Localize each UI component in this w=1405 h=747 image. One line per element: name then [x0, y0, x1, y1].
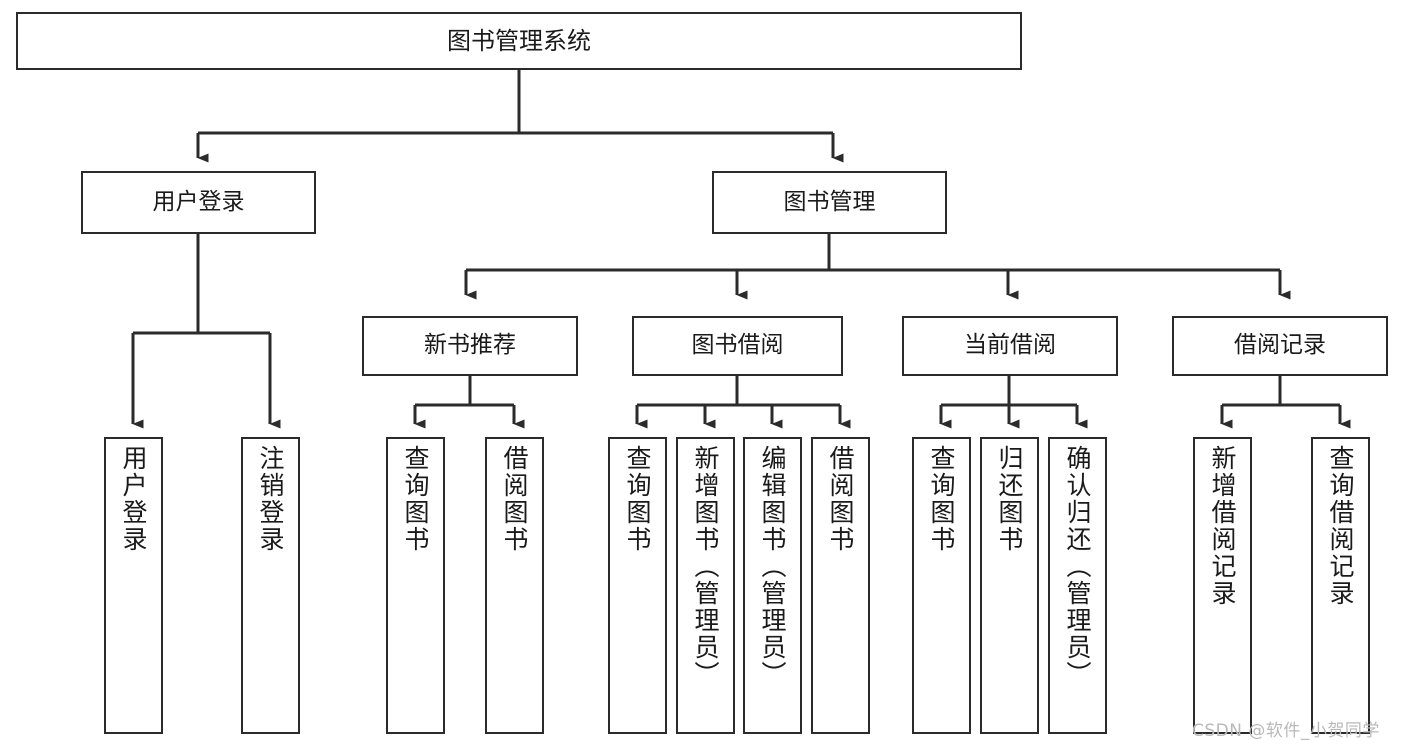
leaf-record-query-record[interactable]: 查询借阅记录 — [1311, 437, 1370, 734]
node-current-borrow[interactable]: 当前借阅 — [902, 316, 1118, 376]
leaf-borrow-edit-book-admin[interactable]: 编辑图书（管理员） — [743, 437, 802, 734]
leaf-borrow-borrow-book[interactable]: 借阅图书 — [811, 437, 870, 734]
leaf-user-login-logout[interactable]: 注销登录 — [241, 437, 300, 734]
node-label: 新书推荐 — [424, 332, 516, 359]
leaf-borrow-add-book-admin[interactable]: 新增图书（管理员） — [676, 437, 735, 734]
node-label: 注销登录 — [256, 445, 285, 553]
node-label: 用户登录 — [119, 445, 148, 553]
csdn-watermark: CSDN @软件_小贺同学 — [1192, 721, 1380, 741]
leaf-recommend-query-book[interactable]: 查询图书 — [386, 437, 445, 734]
node-label: 借阅记录 — [1234, 332, 1326, 359]
node-label: 用户登录 — [152, 188, 245, 215]
node-label: 确认归还（管理员） — [1063, 445, 1092, 688]
leaf-current-confirm-return-admin[interactable]: 确认归还（管理员） — [1048, 437, 1107, 734]
leaf-current-query-book[interactable]: 查询图书 — [912, 437, 971, 734]
leaf-recommend-borrow-book[interactable]: 借阅图书 — [485, 437, 544, 734]
node-user-login[interactable]: 用户登录 — [81, 171, 316, 234]
node-borrow-record[interactable]: 借阅记录 — [1172, 316, 1388, 376]
node-label: 编辑图书（管理员） — [758, 445, 787, 688]
node-label: 当前借阅 — [964, 332, 1056, 359]
node-label: 新增图书（管理员） — [691, 445, 720, 688]
node-label: 查询图书 — [927, 445, 956, 553]
node-label: 图书借阅 — [691, 332, 784, 359]
node-label: 查询图书 — [401, 445, 430, 553]
node-new-book-recommend[interactable]: 新书推荐 — [362, 316, 578, 376]
leaf-borrow-query-book[interactable]: 查询图书 — [608, 437, 667, 734]
leaf-user-login-login[interactable]: 用户登录 — [104, 437, 163, 734]
node-label: 查询图书 — [623, 445, 652, 553]
leaf-record-add-record[interactable]: 新增借阅记录 — [1193, 437, 1252, 734]
node-label: 借阅图书 — [500, 445, 529, 553]
node-book-management[interactable]: 图书管理 — [712, 171, 947, 234]
node-label: 归还图书 — [995, 445, 1024, 553]
leaf-current-return-book[interactable]: 归还图书 — [980, 437, 1039, 734]
node-label: 图书管理 — [783, 188, 876, 215]
node-label: 新增借阅记录 — [1208, 445, 1237, 607]
node-label: 借阅图书 — [826, 445, 855, 553]
node-label: 查询借阅记录 — [1326, 445, 1355, 607]
node-label: 图书管理系统 — [447, 26, 591, 55]
node-root-system[interactable]: 图书管理系统 — [16, 12, 1022, 70]
node-book-borrow[interactable]: 图书借阅 — [632, 316, 843, 376]
